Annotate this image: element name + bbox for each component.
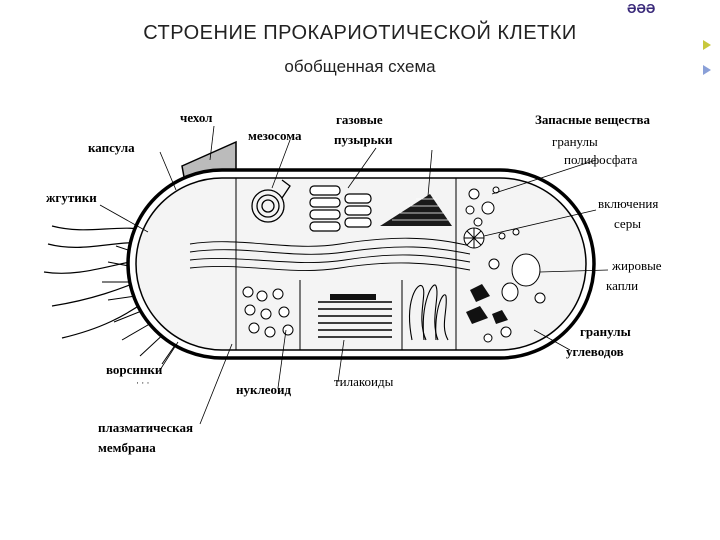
thylakoid-stack-top bbox=[380, 194, 452, 226]
label-zhirovye: жировые bbox=[611, 258, 662, 273]
label-plazmaticheskaya: плазматическая bbox=[98, 420, 193, 435]
carbohydrate-granules bbox=[466, 284, 508, 324]
corner-logo-text: ƏƏƏ bbox=[627, 1, 656, 16]
label-vorsinki: ворсинки bbox=[106, 362, 163, 377]
label-zhgutiki: жгутики bbox=[46, 190, 97, 205]
thylakoids bbox=[318, 301, 392, 338]
next-slide-arrow-icon[interactable] bbox=[703, 40, 711, 50]
leader-lines bbox=[99, 125, 609, 425]
label-kapli: капли bbox=[606, 278, 638, 293]
label-chekhol: чехол bbox=[180, 110, 212, 125]
next-slide-arrow-icon-2[interactable] bbox=[703, 65, 711, 75]
fat-droplets bbox=[488, 253, 546, 304]
cell-partitions bbox=[235, 178, 457, 350]
sulfur-inclusions bbox=[463, 227, 520, 249]
label-membrana: мембрана bbox=[98, 440, 156, 455]
label-kapsula: капсула bbox=[88, 140, 135, 155]
membrane-folds bbox=[409, 284, 449, 341]
mesosome bbox=[251, 179, 291, 223]
polyphosphate-granules bbox=[465, 186, 500, 227]
label-vklyucheniya: включения bbox=[598, 196, 658, 211]
page-title: СТРОЕНИЕ ПРОКАРИОТИЧЕСКОЙ КЛЕТКИ bbox=[143, 22, 577, 44]
label-nukleoid: нуклеоид bbox=[236, 382, 292, 397]
label-gazovye: газовые bbox=[336, 112, 383, 127]
ribosome-granules bbox=[242, 286, 294, 338]
label-granuly: гранулы bbox=[552, 134, 598, 149]
label-tilakoidy: тилакоиды bbox=[334, 374, 394, 389]
label-mezosoma: мезосома bbox=[248, 128, 302, 143]
label-uglevodov: углеводов bbox=[566, 344, 624, 359]
label-sery: серы bbox=[614, 216, 641, 231]
scatter-dots: · · · bbox=[136, 378, 150, 388]
label-granuly-uglevodov: гранулы bbox=[580, 324, 631, 339]
gas-vesicles bbox=[309, 185, 372, 232]
page-subtitle: обобщенная схема bbox=[284, 57, 436, 76]
nucleoid bbox=[189, 237, 471, 271]
label-polifosfata: полифосфата bbox=[564, 152, 638, 167]
label-puzyrki: пузырьки bbox=[334, 132, 393, 147]
thylakoid-cap bbox=[330, 294, 376, 300]
label-zapasnye: Запасные вещества bbox=[535, 112, 650, 127]
